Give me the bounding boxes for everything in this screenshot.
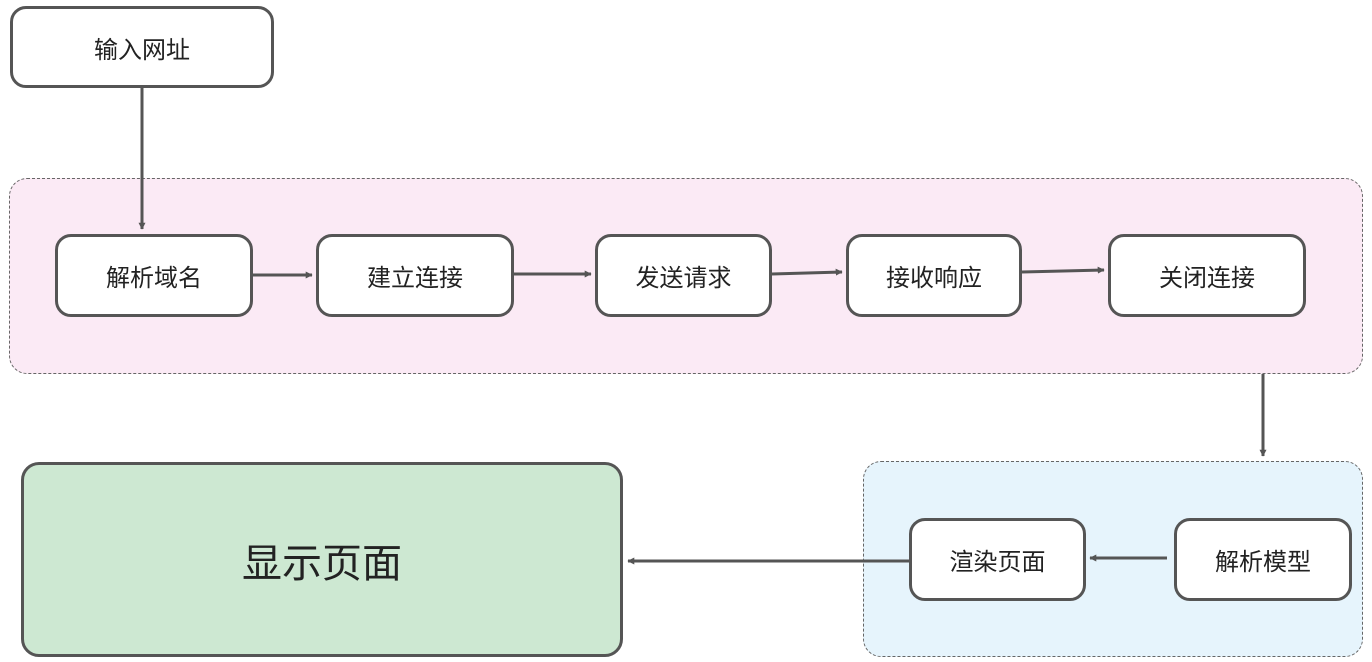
node-resolve-domain: 解析域名 bbox=[55, 234, 253, 317]
node-send-request: 发送请求 bbox=[595, 234, 772, 317]
node-establish-connection: 建立连接 bbox=[316, 234, 514, 317]
node-render-page: 渲染页面 bbox=[909, 518, 1086, 601]
node-parse-model: 解析模型 bbox=[1174, 518, 1352, 601]
node-input-url: 输入网址 bbox=[10, 6, 274, 88]
node-close-connection: 关闭连接 bbox=[1108, 234, 1306, 317]
node-receive-response: 接收响应 bbox=[846, 234, 1022, 317]
node-display-page: 显示页面 bbox=[21, 462, 623, 657]
